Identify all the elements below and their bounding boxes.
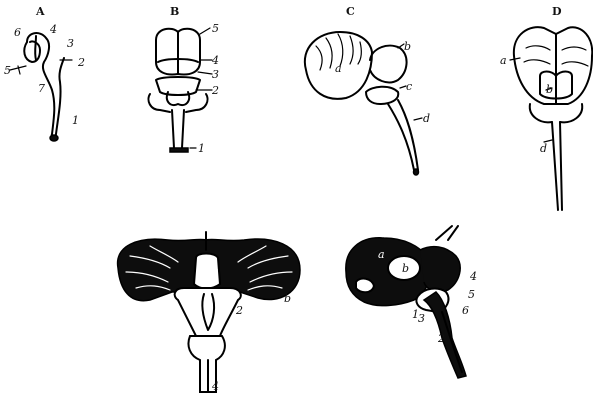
figure-c-tip	[414, 169, 419, 175]
figure-f-label-5: 5	[468, 288, 475, 301]
figure-d-label-a: a	[500, 54, 507, 67]
figure-f-label-3: 3	[418, 312, 425, 325]
figure-f-label-4: 4	[469, 270, 477, 283]
figure-c-label-d: d	[423, 112, 430, 125]
figure-a-label-1: 1	[72, 114, 79, 127]
figure-f-label-6: 6	[462, 304, 469, 317]
figure-c-label-c: c	[406, 80, 412, 93]
figure-b-label-1: 1	[198, 142, 205, 155]
figure-a-label-4: 4	[49, 23, 57, 36]
figure-b: B 5 4 3 2 1	[148, 5, 219, 155]
figure-a-label-2: 2	[77, 56, 85, 69]
figure-e-label-2: 2	[235, 304, 243, 317]
figure-d-title: D	[552, 5, 562, 18]
figure-b-title: B	[170, 5, 180, 18]
figure-c-title: C	[346, 5, 355, 18]
figure-a-leader-5	[10, 66, 26, 74]
figure-a-vesicle	[24, 41, 40, 62]
figure-f-pointers	[436, 226, 458, 240]
figure-f-label-2: 2	[437, 332, 445, 345]
figure-a-title: A	[35, 5, 45, 18]
figure-d-label-d: d	[540, 142, 547, 155]
figure-a-label-3: 3	[67, 37, 74, 50]
figure-f-midbrain	[420, 247, 460, 292]
figure-d-cord	[552, 122, 562, 210]
figure-a-label-6: 6	[14, 26, 21, 39]
figure-b-label-2: 2	[211, 84, 219, 97]
figure-c-cord	[388, 100, 418, 170]
figure-f: a b 1 2 3 4 5 6	[346, 226, 477, 378]
figure-b-side-lobes	[148, 94, 207, 112]
figure-b-midbrain	[156, 77, 200, 95]
figure-d-cerebellum	[530, 104, 582, 122]
figure-a: A 6 4 3 5 2 7 1	[4, 5, 85, 141]
figure-c-cerebellum	[366, 87, 398, 104]
figure-e-medulla	[188, 336, 224, 392]
figure-e: a b 2 4	[118, 232, 300, 393]
figure-b-label-5: 5	[212, 22, 219, 35]
figure-b-label-4: 4	[211, 54, 219, 67]
figure-e-label-4: 4	[211, 380, 219, 393]
figure-a-neural-tube	[27, 33, 64, 138]
figure-b-tip	[170, 148, 188, 152]
figure-a-label-5: 5	[4, 64, 11, 77]
figure-e-label-b: b	[284, 292, 291, 305]
figure-f-lobe	[356, 279, 374, 293]
figure-b-label-3: 3	[212, 68, 219, 81]
figure-a-tip	[50, 135, 58, 141]
figure-d: D a b d	[500, 5, 592, 210]
figure-a-fold	[35, 36, 36, 60]
figure-c-midbrain	[370, 46, 407, 83]
figure-f-label-b: b	[402, 262, 409, 275]
figure-d-label-b: b	[546, 83, 553, 96]
figure-e-label-a: a	[212, 265, 219, 278]
figure-c-label-b: b	[404, 40, 411, 53]
figure-c: C a b c d	[305, 5, 430, 175]
figure-c-label-a: a	[335, 62, 342, 75]
figure-f-label-a: a	[378, 248, 385, 261]
figure-a-label-7: 7	[38, 82, 45, 95]
figure-b-cord	[172, 110, 184, 148]
